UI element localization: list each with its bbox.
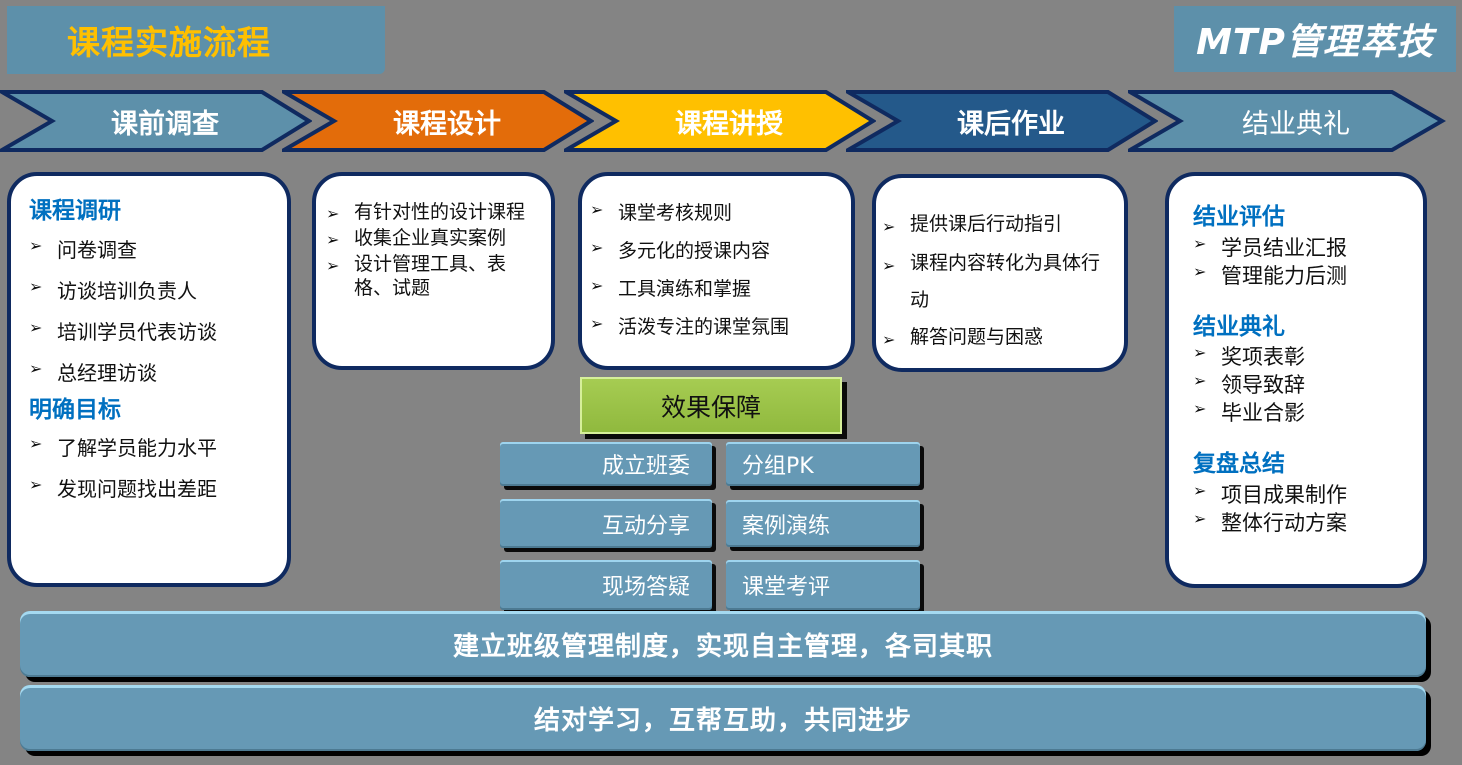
arrow-bullet-icon: ➢ — [1193, 399, 1207, 419]
list-item: ➢多元化的授课内容 — [590, 238, 771, 262]
chevron-shape-icon — [1128, 90, 1446, 152]
list-item: ➢解答问题与困惑 — [882, 319, 1110, 358]
card-design: ➢有针对性的设计课程 ➢收集企业真实案例 ➢设计管理工具、表格、试题 — [312, 172, 555, 370]
list-item: ➢奖项表彰 — [1193, 343, 1305, 370]
arrow-bullet-icon: ➢ — [1193, 480, 1207, 500]
arrow-bullet-icon: ➢ — [1193, 233, 1207, 253]
list-item: ➢项目成果制作 — [1193, 480, 1347, 507]
step-label: 课后作业 — [957, 108, 1065, 140]
step-design: 课程设计 — [282, 89, 594, 153]
step-label: 课程设计 — [393, 108, 501, 140]
arrow-bullet-icon: ➢ — [1193, 508, 1207, 528]
arrow-bullet-icon: ➢ — [29, 475, 43, 495]
step-label: 结业典礼 — [1242, 108, 1350, 140]
guarantee-title-block: 效果保障 — [580, 377, 842, 434]
guarantee-title: 效果保障 — [660, 392, 761, 422]
list-item: ➢领导致辞 — [1193, 371, 1305, 398]
arrow-bullet-icon: ➢ — [1193, 261, 1207, 281]
list-item: ➢有针对性的设计课程 — [326, 200, 535, 226]
section-heading: 明确目标 — [29, 396, 121, 423]
guarantee-item-right: 课堂考评 — [726, 560, 920, 610]
list-item: ➢问卷调查 — [29, 235, 137, 262]
guarantee-item-left: 成立班委 — [500, 442, 712, 486]
page-title: 课程实施流程 — [67, 23, 271, 62]
chevron-shape-icon — [282, 90, 594, 152]
section-heading: 复盘总结 — [1193, 451, 1285, 478]
section-heading: 课程调研 — [29, 198, 121, 224]
chevron-shape-icon — [0, 90, 312, 152]
chevron-shape-icon — [846, 90, 1158, 152]
list-item: ➢工具演练和掌握 — [590, 276, 752, 300]
chevron-shape-icon — [564, 90, 876, 152]
arrow-bullet-icon: ➢ — [590, 238, 604, 257]
list-item: ➢课程内容转化为具体行动 — [882, 245, 1110, 319]
brand-logo-text: MTP管理萃技 — [1196, 22, 1434, 63]
step-label: 课前调查 — [111, 108, 219, 140]
arrow-bullet-icon: ➢ — [882, 217, 896, 236]
arrow-bullet-icon: ➢ — [29, 276, 43, 296]
list-item: ➢管理能力后测 — [1193, 261, 1347, 288]
card-teaching: ➢课堂考核规则 ➢多元化的授课内容 ➢工具演练和掌握 ➢活泼专注的课堂氛围 — [578, 172, 855, 370]
arrow-bullet-icon: ➢ — [326, 256, 340, 275]
guarantee-item-left: 现场答疑 — [500, 560, 712, 610]
list-item: ➢整体行动方案 — [1193, 508, 1347, 535]
list-item: ➢总经理访谈 — [29, 358, 157, 385]
arrow-bullet-icon: ➢ — [29, 358, 43, 378]
arrow-bullet-icon: ➢ — [882, 256, 896, 275]
arrow-bullet-icon: ➢ — [590, 200, 604, 219]
step-label: 课程讲授 — [675, 108, 783, 140]
list-item: ➢培训学员代表访谈 — [29, 317, 217, 344]
guarantee-item-right: 分组PK — [726, 442, 920, 486]
arrow-bullet-icon: ➢ — [29, 317, 43, 337]
list-item: ➢活泼专注的课堂氛围 — [590, 314, 790, 338]
step-pre-survey: 课前调查 — [0, 89, 312, 153]
title-banner: 课程实施流程 — [7, 6, 385, 74]
list-item: ➢设计管理工具、表格、试题 — [326, 253, 507, 299]
arrow-bullet-icon: ➢ — [29, 434, 43, 454]
arrow-bullet-icon: ➢ — [1193, 371, 1207, 391]
list-item: ➢了解学员能力水平 — [29, 434, 217, 461]
arrow-bullet-icon: ➢ — [326, 230, 340, 249]
list-item: ➢毕业合影 — [1193, 399, 1305, 426]
step-teaching: 课程讲授 — [564, 89, 876, 153]
section-heading: 结业评估 — [1193, 204, 1285, 230]
list-item: ➢课堂考核规则 — [590, 200, 733, 224]
guarantee-item-left: 互动分享 — [500, 499, 712, 548]
card-pre-survey: 课程调研 ➢问卷调查 ➢访谈培训负责人 ➢培训学员代表访谈 ➢总经理访谈 明确目… — [7, 172, 291, 587]
list-item: ➢学员结业汇报 — [1193, 233, 1347, 260]
brand-banner: MTP管理萃技 — [1174, 6, 1456, 72]
step-homework: 课后作业 — [846, 89, 1158, 153]
foundation-bar-peer-learning: 结对学习，互帮互助，共同进步 — [20, 685, 1426, 751]
card-homework: ➢提供课后行动指引 ➢课程内容转化为具体行动 ➢解答问题与困惑 — [872, 174, 1128, 372]
step-graduation: 结业典礼 — [1128, 89, 1446, 153]
arrow-bullet-icon: ➢ — [590, 314, 604, 333]
arrow-bullet-icon: ➢ — [29, 235, 43, 255]
arrow-bullet-icon: ➢ — [326, 204, 340, 223]
foundation-bar-management: 建立班级管理制度，实现自主管理，各司其职 — [20, 611, 1426, 677]
arrow-bullet-icon: ➢ — [590, 276, 604, 295]
arrow-bullet-icon: ➢ — [1193, 343, 1207, 363]
list-item: ➢提供课后行动指引 — [882, 206, 1110, 245]
section-heading: 结业典礼 — [1193, 313, 1285, 340]
list-item: ➢收集企业真实案例 — [326, 226, 535, 252]
guarantee-item-right: 案例演练 — [726, 500, 920, 547]
card-graduation: 结业评估 ➢学员结业汇报 ➢管理能力后测 结业典礼 ➢奖项表彰 ➢领导致辞 ➢毕… — [1165, 172, 1427, 588]
list-item: ➢访谈培训负责人 — [29, 276, 197, 303]
arrow-bullet-icon: ➢ — [882, 330, 896, 349]
list-item: ➢发现问题找出差距 — [29, 475, 217, 502]
